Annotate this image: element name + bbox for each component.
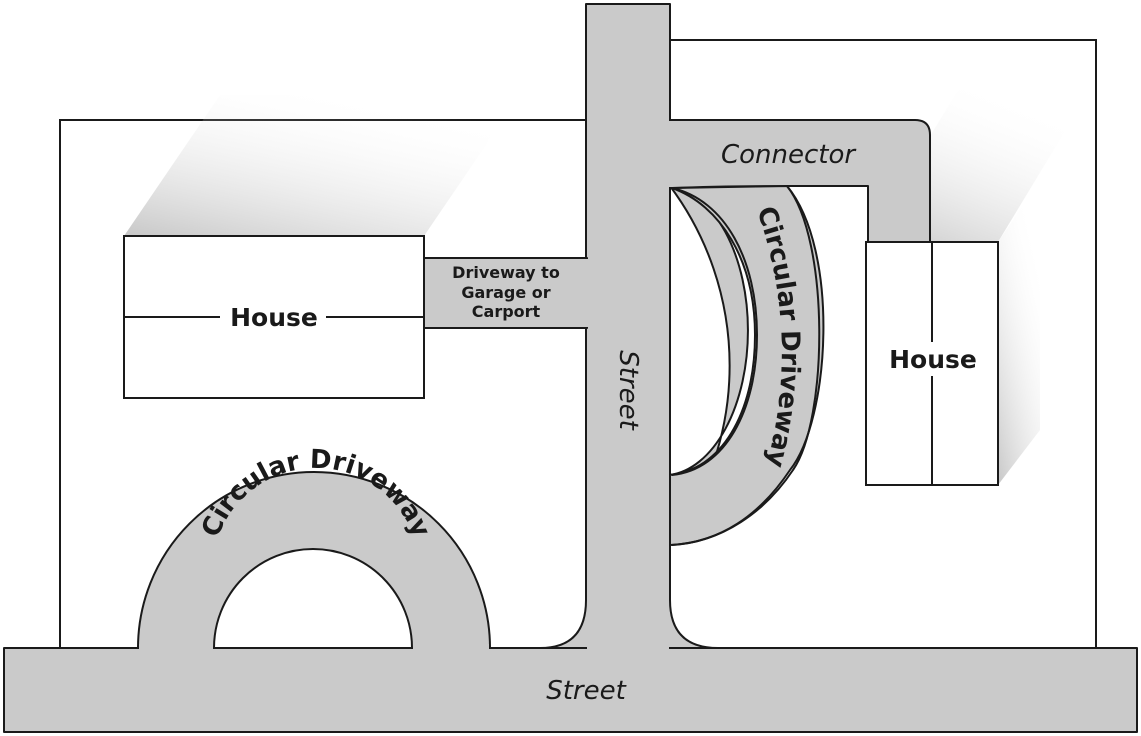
street-joint-mask <box>587 640 669 656</box>
driveway-garage-joint-mask <box>578 259 592 327</box>
house-left-label: House <box>230 303 318 332</box>
driveway-garage-label-line2: Garage or <box>461 283 550 302</box>
house-left-shadow <box>124 95 520 236</box>
vertical-street <box>539 3 719 649</box>
driveway-bottom-joint-mask-2 <box>413 644 489 654</box>
driveway-bottom-joint-mask <box>139 644 213 654</box>
circular-driveway-right-band <box>669 185 825 546</box>
lot-outline-right <box>670 39 1097 648</box>
house-right-side-shadow <box>998 180 1040 485</box>
house-right-label-bg <box>884 342 982 376</box>
driveway-garage-label-line3: Carport <box>472 302 541 321</box>
house-left-label-bg <box>220 300 326 334</box>
street-bottom-label: Street <box>546 676 626 706</box>
connector-joint-mask <box>660 121 672 187</box>
circular-driveway-bottom <box>137 471 491 649</box>
driveway-garage-label-line1: Driveway to <box>452 263 560 282</box>
house-right-label: House <box>889 345 977 374</box>
crescent-outer-edge <box>671 185 821 546</box>
street-vertical-label: Street <box>613 350 643 430</box>
bottom-street <box>3 647 1138 733</box>
connector-label: Connector <box>721 140 857 170</box>
circular-driveway-right <box>669 185 749 546</box>
crescent-inner-edge <box>671 187 759 476</box>
